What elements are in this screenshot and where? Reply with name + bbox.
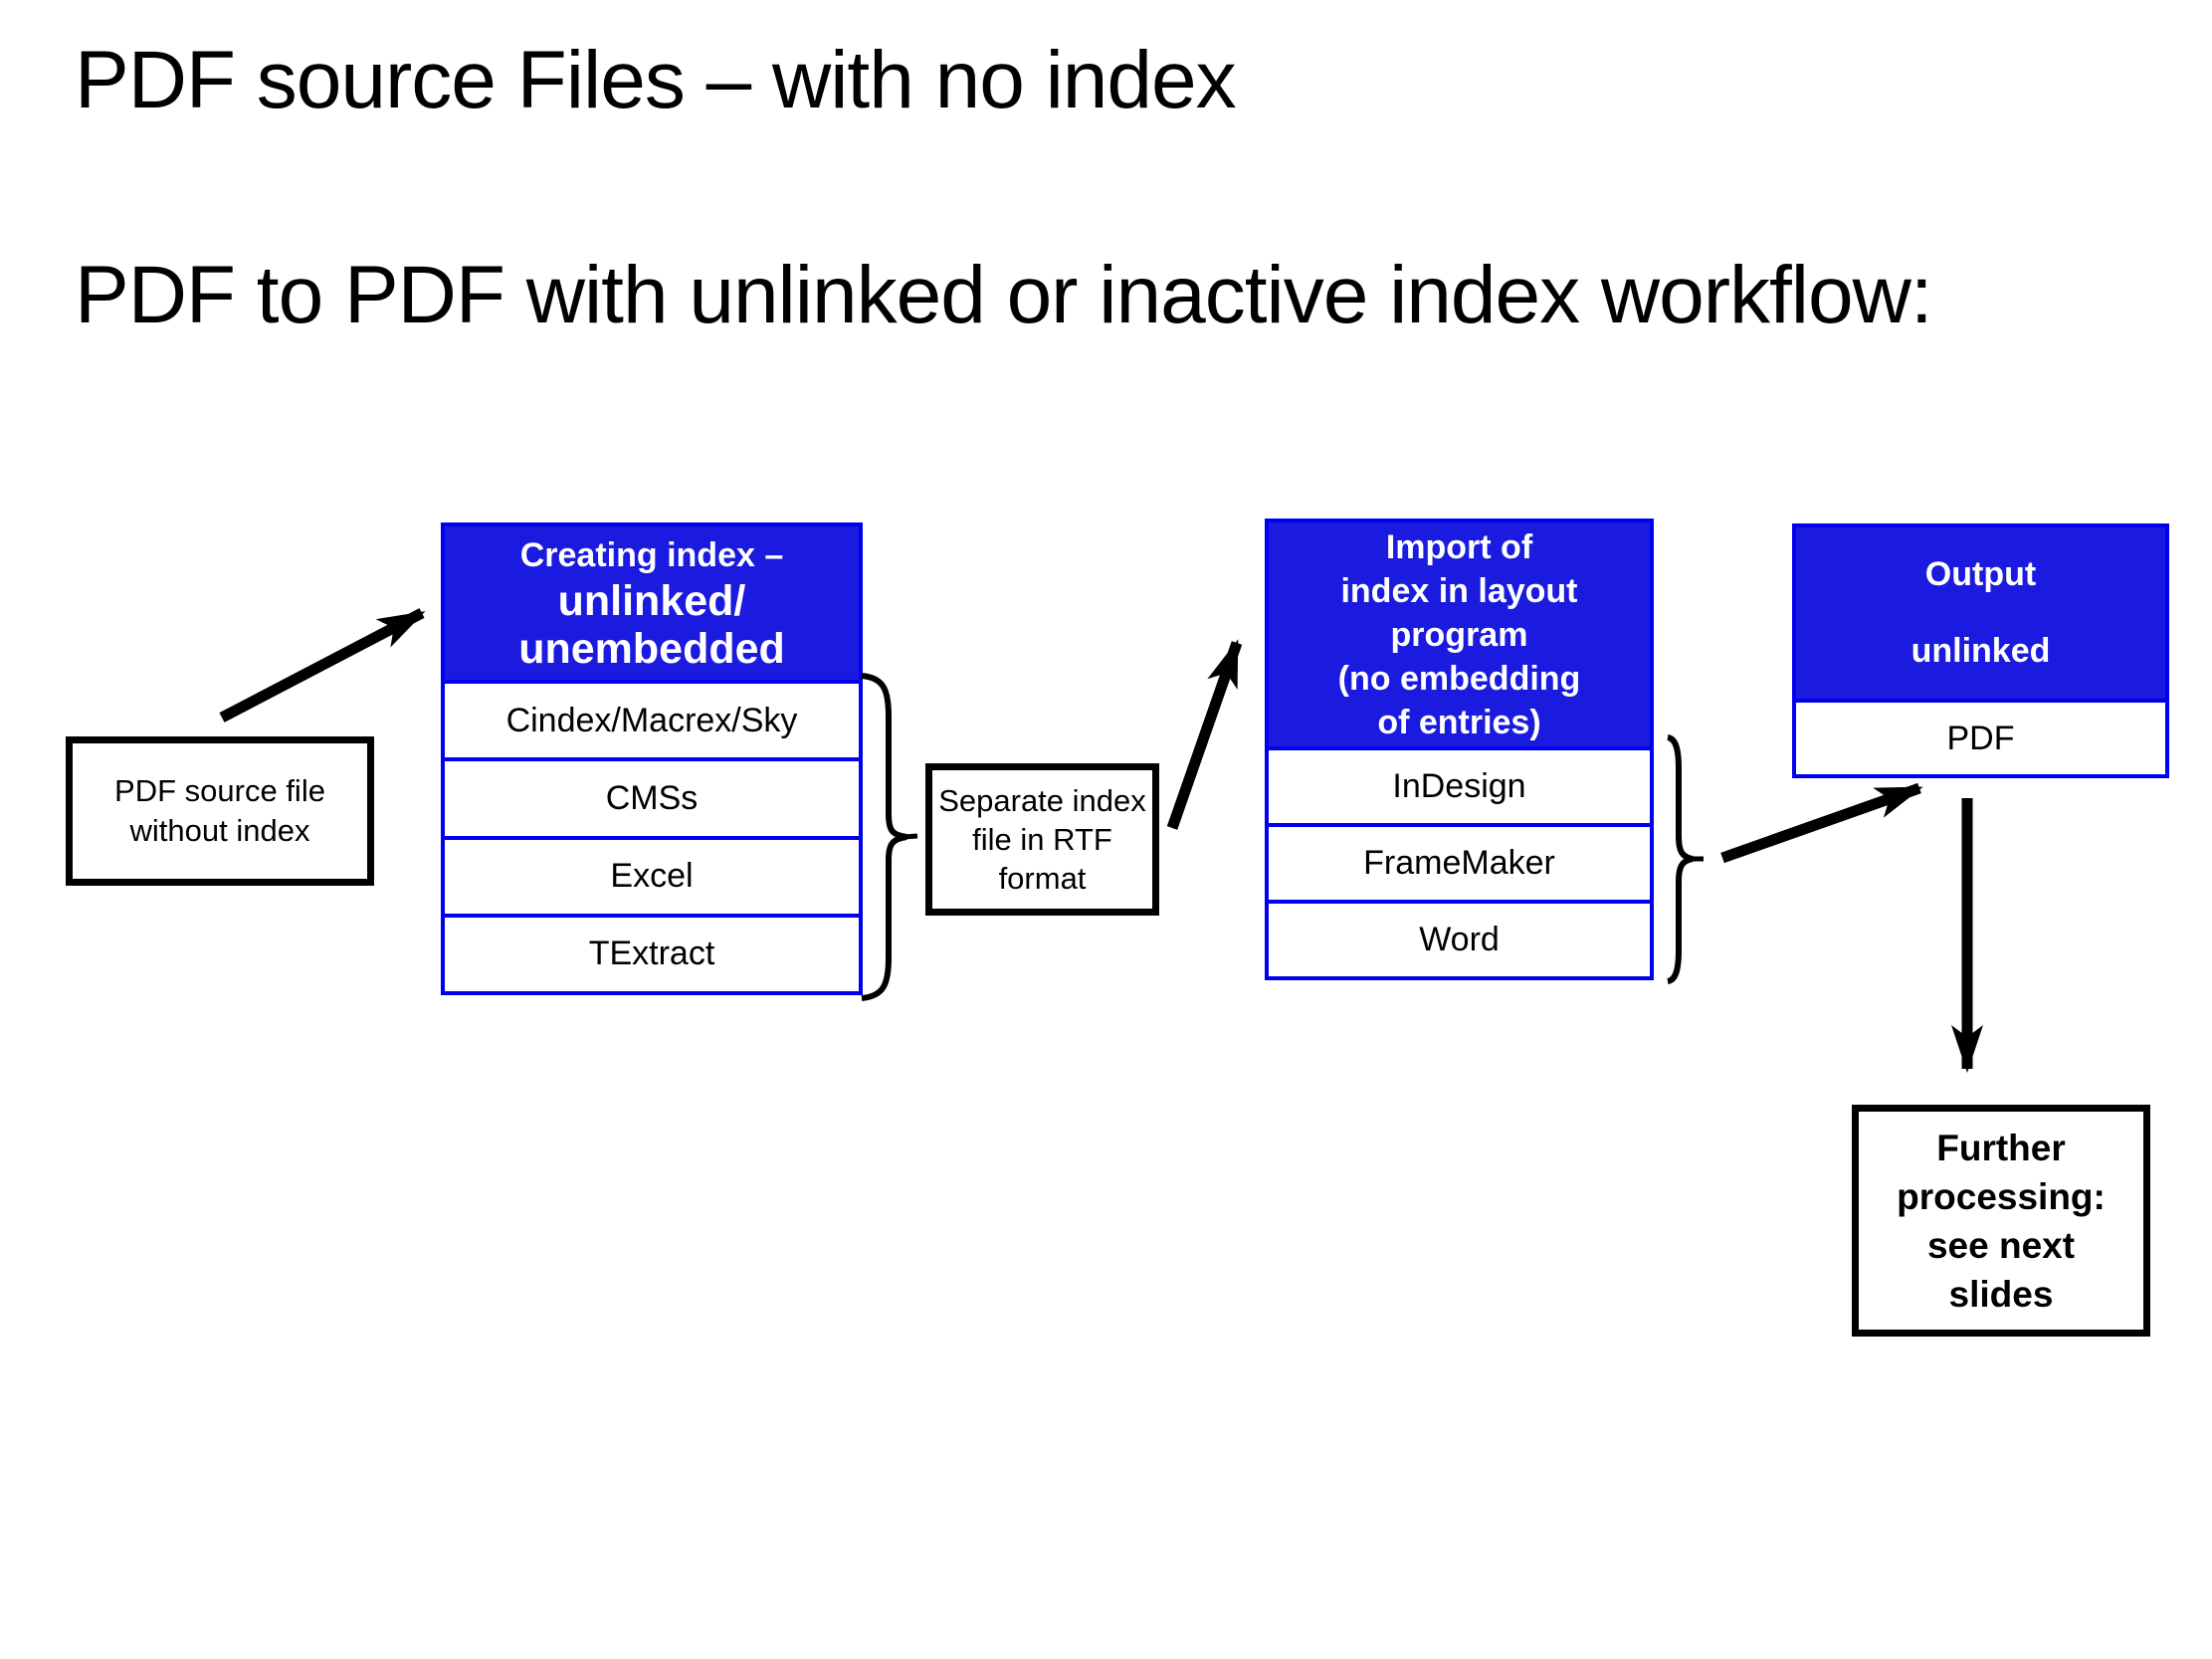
slide-subtitle: PDF to PDF with unlinked or inactive ind… [75, 250, 1933, 340]
further-processing-label: Further processing: see next slides [1897, 1127, 2106, 1315]
import-index-header: Import of index in layout program (no em… [1269, 522, 1650, 746]
creating-tool-row: Excel [445, 835, 859, 914]
arrow-separate-to-import-icon [1166, 639, 1243, 830]
output-format-row: PDF [1796, 699, 2165, 774]
arrow-source-to-creating-icon [219, 608, 426, 723]
creating-tool-row: TExtract [445, 913, 859, 991]
output-header-subtitle: unlinked [1910, 632, 2051, 670]
separate-index-file-box: Separate index file in RTF format [925, 763, 1159, 916]
layout-program-label: FrameMaker [1363, 844, 1555, 882]
creating-tool-row: Cindex/Macrex/Sky [445, 680, 859, 758]
creating-index-panel: Creating index – unlinked/ unembedded Ci… [441, 522, 863, 995]
creating-index-header: Creating index – unlinked/ unembedded [445, 526, 859, 680]
layout-program-row: FrameMaker [1269, 823, 1650, 900]
brace-creating-tools-icon [861, 673, 907, 1001]
import-index-panel: Import of index in layout program (no em… [1265, 518, 1654, 980]
layout-program-label: InDesign [1392, 767, 1526, 805]
brace-layout-programs-icon [1667, 734, 1694, 984]
creating-tool-label: CMSs [605, 778, 699, 817]
creating-index-header-main: unlinked/ unembedded [518, 577, 785, 673]
pdf-source-file-box: PDF source file without index [66, 736, 374, 886]
output-header: Output unlinked [1796, 527, 2165, 699]
layout-program-row: InDesign [1269, 746, 1650, 823]
creating-tool-label: Cindex/Macrex/Sky [505, 701, 798, 739]
output-format-label: PDF [1946, 719, 2015, 757]
creating-tool-label: TExtract [588, 934, 715, 973]
pdf-source-file-label: PDF source file without index [114, 773, 325, 848]
slide-title: PDF source Files – with no index [75, 35, 1237, 125]
further-processing-box: Further processing: see next slides [1852, 1105, 2150, 1337]
arrow-import-to-output-icon [1720, 782, 1923, 864]
creating-index-header-top: Creating index – [519, 536, 784, 574]
layout-program-label: Word [1419, 921, 1500, 958]
separate-index-file-label: Separate index file in RTF format [938, 783, 1146, 896]
creating-tool-row: CMSs [445, 757, 859, 836]
output-panel: Output unlinked PDF [1792, 523, 2169, 778]
creating-tool-label: Excel [610, 857, 694, 896]
brace-creating-tick-icon [903, 833, 918, 840]
output-header-title: Output [1924, 555, 2037, 593]
layout-program-row: Word [1269, 900, 1650, 976]
